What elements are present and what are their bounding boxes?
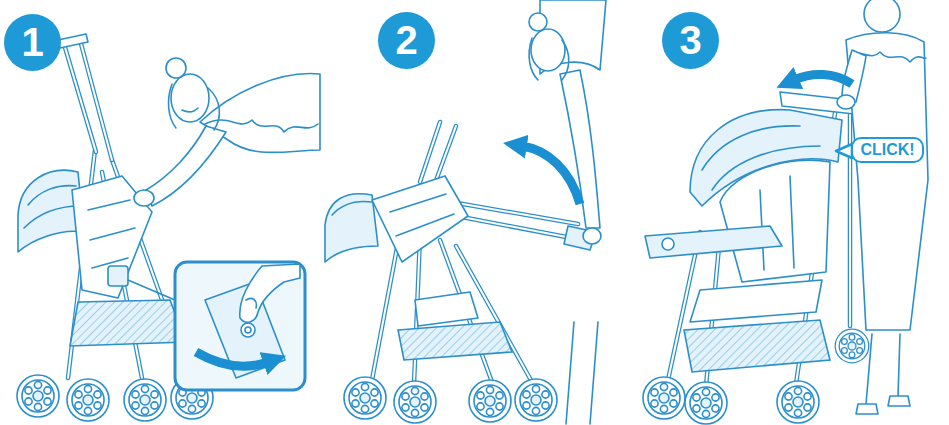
woman-figure (794, 0, 928, 414)
click-callout: CLICK! (851, 137, 924, 163)
callout-text: CLICK! (860, 141, 914, 159)
step-number: 3 (679, 18, 701, 63)
open-stroller (643, 92, 869, 424)
step-number: 1 (21, 20, 43, 65)
step-number-badge: 2 (378, 12, 435, 69)
opening-stroller (325, 122, 596, 423)
step-number: 2 (395, 18, 417, 63)
woman-figure (522, 0, 606, 424)
woman-figure (134, 58, 320, 206)
step-number-badge: 1 (4, 14, 61, 71)
latch-detail-inset (175, 262, 305, 390)
step-number-badge: 3 (662, 12, 719, 69)
